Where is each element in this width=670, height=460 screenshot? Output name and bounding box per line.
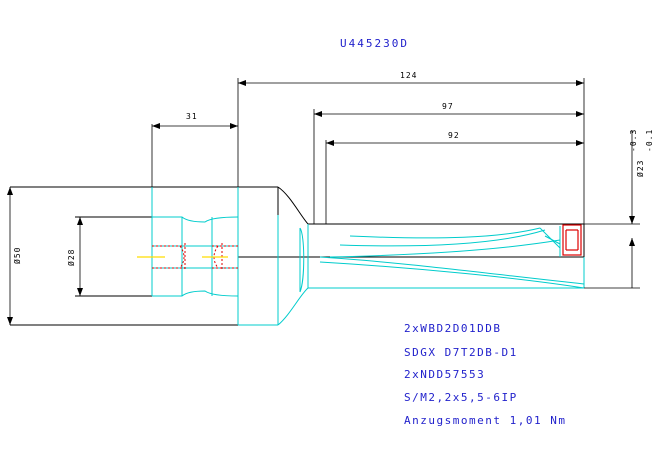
cutting-insert: [562, 224, 582, 256]
tool-outline: [10, 186, 585, 326]
note-5: Anzugsmoment 1,01 Nm: [404, 414, 566, 427]
dim-97: 97: [442, 102, 454, 111]
dim-dia23: Ø23: [635, 160, 645, 177]
drawing-title: U445230D: [340, 37, 409, 50]
note-4: S/M2,2x5,5-6IP: [404, 391, 518, 404]
dim-tol-lower: -0.1: [645, 129, 654, 152]
note-3: 2xNDD57553: [404, 368, 485, 381]
note-2: SDGX D7T2DB-D1: [404, 346, 518, 359]
dimension-lines: [7, 78, 640, 325]
dim-dia28: Ø28: [66, 249, 76, 266]
dim-dia50: Ø50: [12, 247, 22, 264]
dim-tol-upper: -0.3: [629, 129, 638, 152]
dim-124: 124: [400, 71, 417, 80]
note-1: 2xWBD2D01DDB: [404, 322, 501, 335]
dim-92: 92: [448, 131, 460, 140]
dim-31: 31: [186, 112, 198, 121]
tool-body-cyan: [151, 187, 585, 326]
